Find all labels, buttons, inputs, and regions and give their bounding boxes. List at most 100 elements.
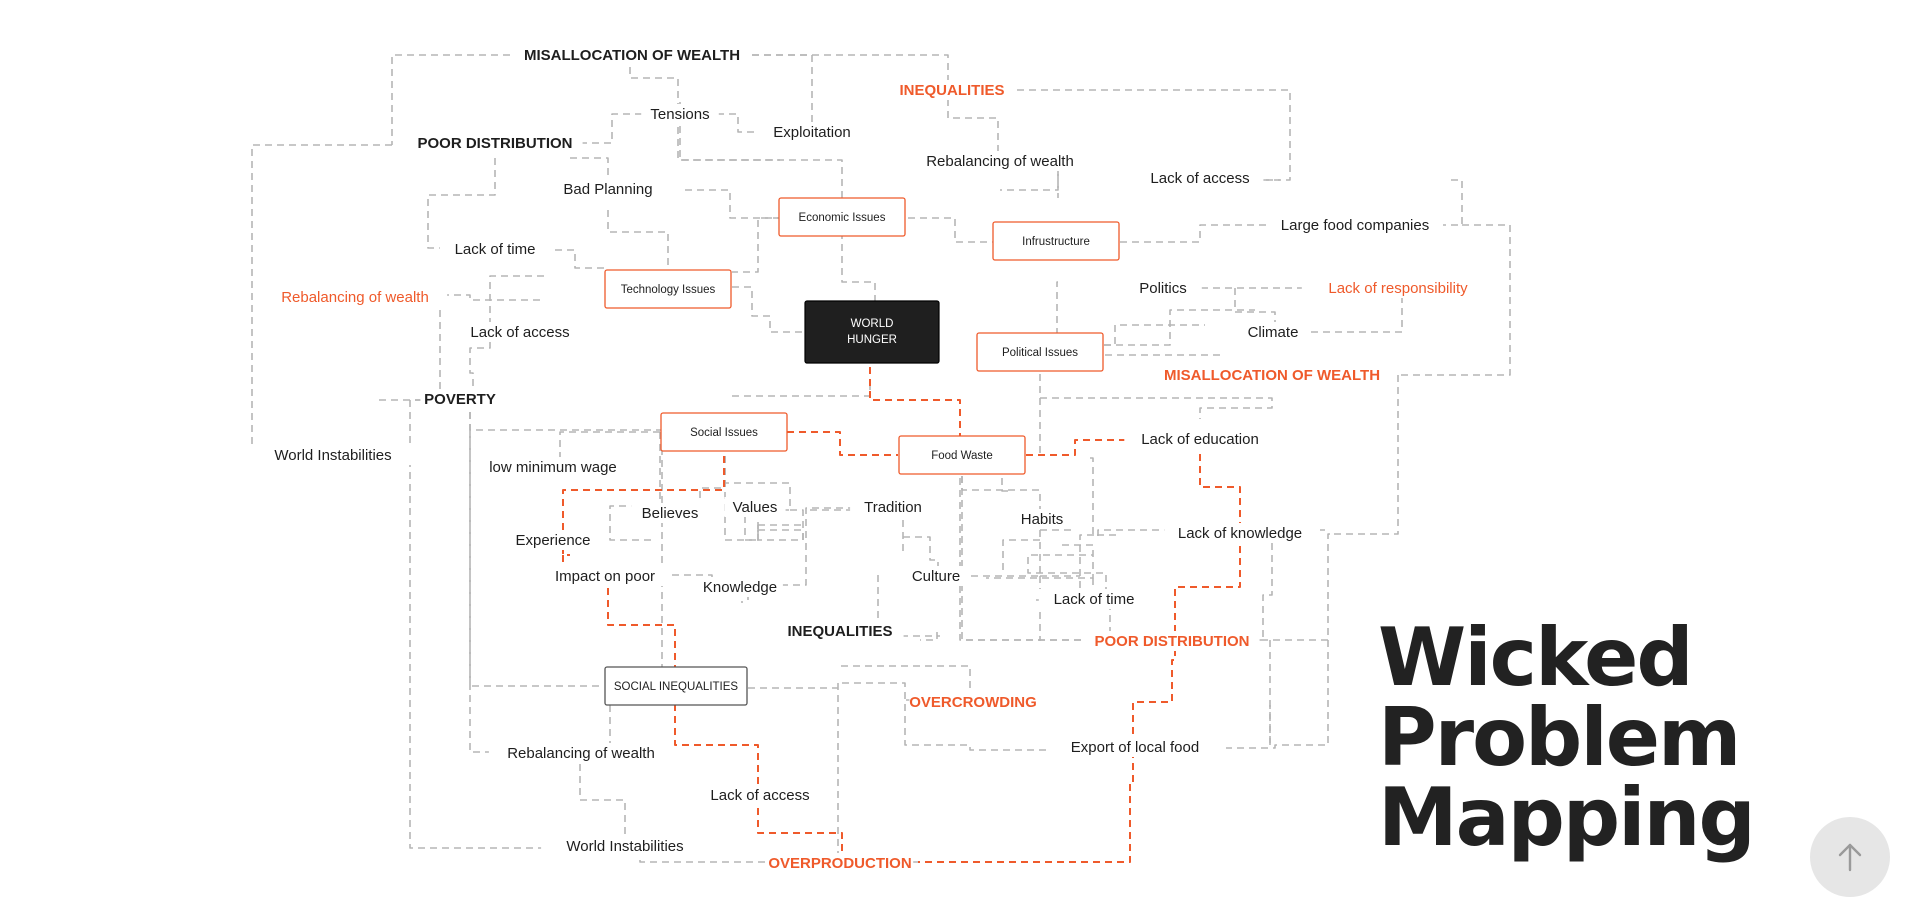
connector — [391, 54, 510, 145]
connector — [732, 286, 805, 333]
node-politics: Politics — [1124, 278, 1202, 298]
label-halo — [249, 445, 417, 465]
node-inequalities-1: INEQUALITIES — [888, 80, 1016, 100]
node-box — [992, 221, 1120, 261]
label-halo — [1124, 429, 1276, 449]
connector — [1039, 362, 1273, 419]
connector — [1104, 324, 1205, 346]
node-rebalancing-1: Rebalancing of wealth — [907, 151, 1093, 171]
label-halo — [552, 179, 664, 199]
label-halo — [697, 577, 783, 597]
scroll-to-top-button[interactable] — [1810, 817, 1890, 897]
node-values: Values — [724, 497, 786, 517]
node-tensions: Tensions — [641, 104, 719, 124]
node-label: Climate — [1248, 324, 1299, 341]
connector — [469, 400, 600, 687]
node-world-hunger: WORLD HUNGER — [804, 300, 940, 364]
label-halo — [776, 621, 904, 641]
label-halo — [1155, 365, 1389, 385]
node-label: WORLD — [851, 318, 894, 330]
node-label: POOR DISTRIBUTION — [1094, 633, 1249, 650]
node-food-waste: Food Waste — [898, 435, 1026, 475]
node-lack-of-education: Lack of education — [1124, 429, 1276, 449]
connector — [959, 478, 1273, 641]
node-poor-distribution-2: POOR DISTRIBUTION — [1084, 631, 1260, 651]
node-economic-issues: Economic Issues — [778, 197, 906, 237]
label-halo — [515, 45, 749, 65]
node-label: Infrustructure — [1022, 236, 1090, 248]
node-label: World Instabilities — [566, 838, 683, 855]
node-misallocation-2: MISALLOCATION OF WEALTH — [1155, 365, 1389, 385]
node-world-instabilities-1: World Instabilities — [249, 445, 417, 465]
node-label: Economic Issues — [799, 212, 886, 224]
node-inequalities-2: INEQUALITIES — [776, 621, 904, 641]
label-halo — [766, 853, 914, 873]
node-large-food-companies: Large food companies — [1267, 215, 1443, 235]
node-label: World Instabilities — [274, 447, 391, 464]
node-label: Tensions — [650, 106, 709, 123]
node-political-issues: Political Issues — [976, 332, 1104, 372]
node-label: Lack of time — [455, 241, 536, 258]
node-believes: Believes — [631, 503, 709, 523]
connector — [961, 476, 1088, 641]
connector-highlighted — [787, 431, 898, 456]
node-label: Large food companies — [1281, 217, 1429, 234]
label-halo — [407, 133, 583, 153]
node-label: Lack of access — [710, 787, 809, 804]
connector — [607, 210, 669, 268]
label-halo — [1038, 589, 1150, 609]
node-world-instabilities-2: World Instabilities — [541, 836, 709, 856]
node-label: Believes — [642, 505, 699, 522]
node-label: Habits — [1021, 511, 1064, 528]
node-box — [778, 197, 906, 237]
connector-highlighted — [1026, 439, 1125, 456]
node-culture: Culture — [901, 566, 971, 586]
node-lack-of-access-3: Lack of access — [696, 785, 824, 805]
node-lack-of-time-2: Lack of time — [1038, 589, 1150, 609]
node-label: OVERPRODUCTION — [768, 855, 911, 872]
node-label: SOCIAL INEQUALITIES — [614, 681, 739, 693]
node-label: MISALLOCATION OF WEALTH — [1164, 367, 1380, 384]
node-box — [660, 412, 788, 452]
connector — [1079, 534, 1094, 600]
node-climate: Climate — [1238, 322, 1308, 342]
node-export-local-food: Export of local food — [1047, 737, 1223, 757]
node-label: Culture — [912, 568, 960, 585]
connector — [609, 432, 661, 541]
connector — [920, 632, 938, 641]
node-label: Rebalancing of wealth — [281, 289, 429, 306]
node-label: Lack of education — [1141, 431, 1259, 448]
connector-highlighted — [674, 704, 759, 795]
connector-highlighted — [607, 588, 676, 668]
connector — [251, 144, 392, 455]
page-title: Wicked Problem Mapping — [1378, 618, 1756, 858]
label-halo — [907, 151, 1093, 171]
node-rebalancing-2: Rebalancing of wealth — [262, 287, 448, 307]
connector-lines — [251, 54, 1511, 863]
node-box — [604, 666, 748, 706]
node-bad-planning: Bad Planning — [552, 179, 664, 199]
label-halo — [481, 457, 625, 477]
connector — [986, 544, 1094, 579]
node-label: Social Issues — [690, 427, 758, 439]
node-lack-of-time-1: Lack of time — [439, 239, 551, 259]
arrow-up-icon — [1838, 843, 1862, 872]
node-lack-of-access-1: Lack of access — [1136, 168, 1264, 188]
label-halo — [541, 566, 669, 586]
label-halo — [262, 287, 448, 307]
connector — [1104, 309, 1255, 346]
connector — [1002, 539, 1040, 570]
connector — [679, 102, 780, 161]
node-label: Rebalancing of wealth — [926, 153, 1074, 170]
node-infrustructure: Infrustructure — [992, 221, 1120, 261]
label-halo — [1136, 168, 1264, 188]
connector-highlighted — [562, 456, 725, 556]
connector — [1330, 375, 1399, 535]
node-label: Export of local food — [1071, 739, 1199, 756]
connector — [555, 249, 605, 269]
connector — [1001, 466, 1010, 492]
node-label: POVERTY — [424, 391, 496, 408]
node-label: HUNGER — [847, 334, 897, 346]
connector — [732, 217, 780, 273]
